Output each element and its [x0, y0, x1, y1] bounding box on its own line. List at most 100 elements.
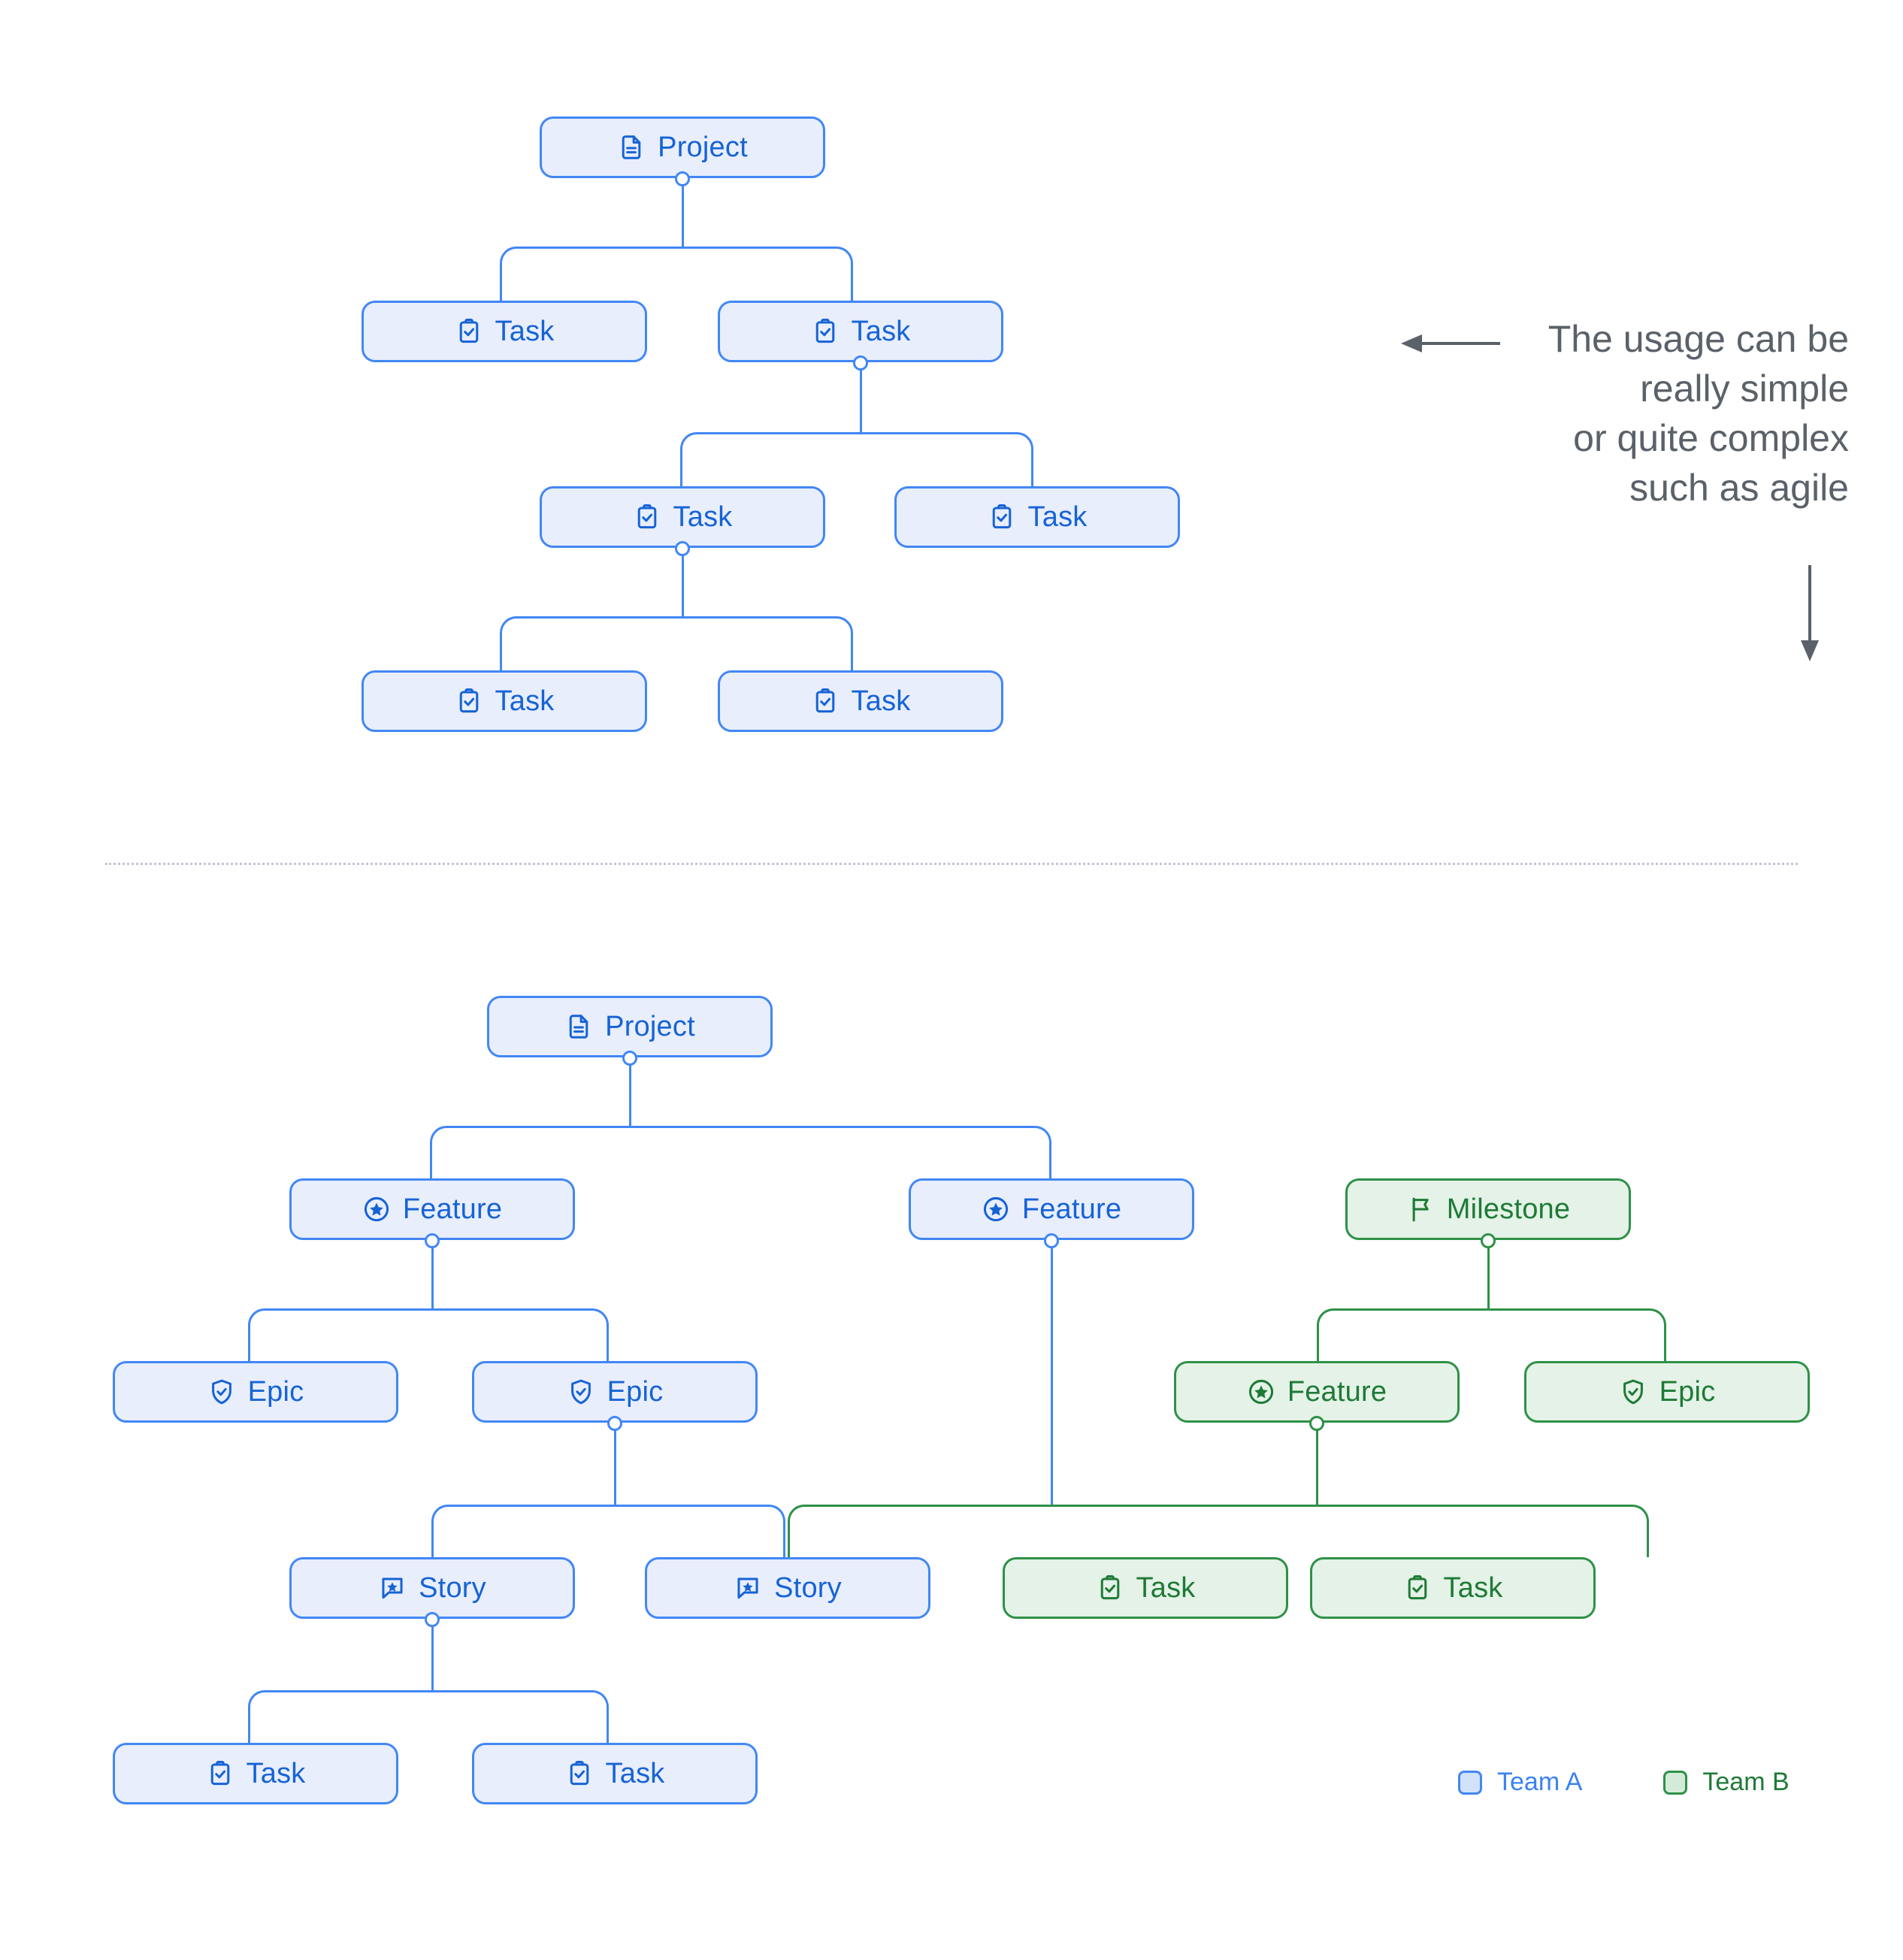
document-icon — [564, 1012, 593, 1041]
node-label: Story — [774, 1572, 842, 1604]
connector-elbow — [1316, 1505, 1649, 1557]
node-d2-epic-1[interactable]: Epic — [113, 1361, 398, 1423]
connector-elbow — [500, 616, 683, 670]
annotation-line-1: The usage can be — [1548, 318, 1849, 360]
connector-port — [607, 1416, 622, 1431]
connector-port — [1309, 1416, 1324, 1431]
connector-port — [1044, 1233, 1059, 1248]
node-d1-task-4[interactable]: Task — [894, 486, 1180, 548]
connector-line — [431, 1620, 434, 1690]
node-label: Epic — [247, 1376, 304, 1408]
connector-elbow — [629, 1126, 1051, 1178]
annotation-text: The usage can be really simple or quite … — [1398, 314, 1849, 513]
annotation-line-4: such as agile — [1629, 467, 1849, 509]
connector-line — [1316, 1423, 1318, 1505]
node-label: Task — [851, 316, 911, 347]
team-a-swatch-icon — [1458, 1770, 1482, 1795]
connector-elbow — [1317, 1308, 1490, 1361]
connector-line — [614, 1423, 616, 1505]
flag-icon — [1406, 1195, 1435, 1223]
node-d2-task-3[interactable]: Task — [113, 1743, 398, 1804]
node-label: Task — [673, 501, 733, 533]
connector-line — [682, 549, 684, 616]
connector-elbow — [431, 1690, 609, 1743]
section-divider — [105, 863, 1798, 865]
node-d2-task-1[interactable]: Task — [1003, 1557, 1288, 1619]
connector-elbow — [248, 1308, 433, 1361]
node-label: Task — [1443, 1572, 1503, 1604]
node-label: Story — [419, 1572, 486, 1604]
connector-port — [622, 1051, 637, 1066]
node-d2-milestone[interactable]: Milestone — [1345, 1178, 1631, 1240]
connector-elbow — [860, 432, 1033, 486]
node-label: Epic — [607, 1376, 664, 1408]
node-label: Task — [1027, 501, 1088, 533]
node-d1-task-1[interactable]: Task — [362, 301, 647, 362]
node-label: Feature — [1021, 1193, 1122, 1225]
node-label: Task — [605, 1758, 665, 1789]
node-d2-task-2[interactable]: Task — [1310, 1557, 1596, 1619]
legend-label: Team B — [1702, 1768, 1790, 1796]
connector-elbow — [248, 1690, 433, 1743]
connector-elbow — [788, 1505, 1318, 1557]
connector-port — [853, 355, 868, 371]
connector-elbow — [680, 432, 861, 486]
node-d2-task-4[interactable]: Task — [472, 1743, 758, 1804]
node-d2-feature-2[interactable]: Feature — [909, 1178, 1194, 1240]
connector-elbow — [682, 616, 853, 670]
document-icon — [617, 133, 646, 162]
connector-elbow — [500, 247, 683, 301]
clipboard-check-icon — [1096, 1574, 1124, 1602]
legend-item-team-b[interactable]: Team B — [1663, 1768, 1790, 1797]
node-label: Project — [605, 1011, 695, 1042]
node-d1-task-5[interactable]: Task — [362, 670, 647, 732]
node-d2-story-1[interactable]: Story — [289, 1557, 575, 1619]
node-d1-project[interactable]: Project — [540, 116, 825, 178]
team-b-swatch-icon — [1663, 1770, 1688, 1795]
chat-star-icon — [378, 1574, 407, 1602]
annotation-line-3: or quite complex — [1573, 417, 1849, 459]
node-d2-epic-3[interactable]: Epic — [1524, 1361, 1810, 1423]
node-d2-epic-2[interactable]: Epic — [472, 1361, 758, 1423]
shield-check-icon — [207, 1378, 236, 1406]
clipboard-check-icon — [633, 503, 661, 531]
connector-elbow — [430, 1126, 631, 1178]
connector-port — [1481, 1233, 1496, 1248]
node-d2-project[interactable]: Project — [487, 996, 773, 1057]
node-label: Feature — [402, 1193, 503, 1225]
legend: Team A Team B — [1458, 1768, 1790, 1797]
node-label: Task — [246, 1758, 306, 1789]
connector-line — [860, 363, 862, 432]
node-label: Task — [1136, 1572, 1196, 1604]
node-d2-feature-3[interactable]: Feature — [1174, 1361, 1460, 1423]
shield-check-icon — [567, 1378, 595, 1406]
connector-elbow — [682, 247, 853, 301]
node-d2-feature-1[interactable]: Feature — [289, 1178, 575, 1240]
node-d2-story-2[interactable]: Story — [645, 1557, 930, 1619]
legend-item-team-a[interactable]: Team A — [1458, 1768, 1582, 1797]
node-label: Task — [851, 685, 911, 717]
connector-port — [675, 541, 690, 556]
node-d1-task-2[interactable]: Task — [718, 301, 1003, 362]
connector-elbow — [614, 1505, 785, 1557]
node-label: Feature — [1287, 1376, 1387, 1408]
connector-elbow — [431, 1308, 609, 1361]
clipboard-check-icon — [811, 317, 840, 346]
node-d1-task-6[interactable]: Task — [718, 670, 1003, 732]
clipboard-check-icon — [206, 1759, 234, 1788]
clipboard-check-icon — [1403, 1574, 1432, 1602]
node-d1-task-3[interactable]: Task — [540, 486, 825, 548]
left-arrow-icon — [1401, 334, 1500, 352]
down-arrow-icon — [1801, 565, 1819, 661]
legend-label: Team A — [1497, 1768, 1583, 1796]
connector-port — [425, 1233, 440, 1248]
connector-line — [1487, 1241, 1490, 1308]
connector-line — [629, 1058, 631, 1126]
star-circle-icon — [982, 1195, 1010, 1223]
chat-star-icon — [734, 1574, 762, 1602]
clipboard-check-icon — [455, 687, 483, 715]
node-label: Project — [658, 132, 748, 163]
connector-elbow — [431, 1505, 616, 1557]
clipboard-check-icon — [565, 1759, 594, 1788]
